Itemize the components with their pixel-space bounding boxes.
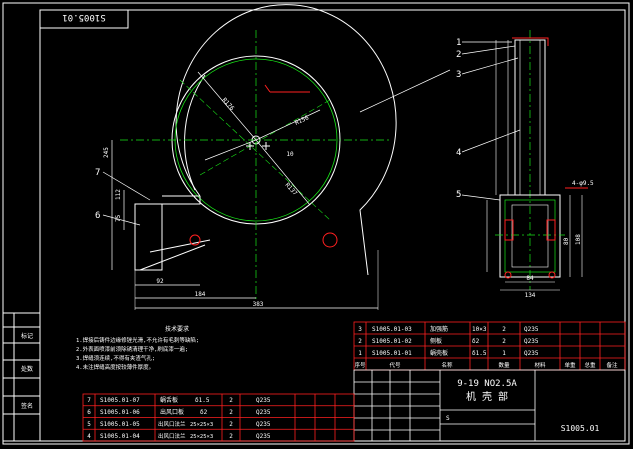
upper-row-0-qty: 2 (502, 326, 506, 333)
strip-label-0: 标记 (21, 332, 33, 340)
outer-border (2, 2, 630, 445)
lower-row-1-mat: Q235 (256, 409, 271, 416)
notes-line-1: 1.焊接后铸件边缘修锉光滑,不允许有毛刺等缺陷; (76, 336, 199, 344)
upper-header-0: 序号 (354, 361, 366, 369)
upper-header-2: 名称 (441, 361, 453, 369)
lower-row-3-name: 出风口法兰 (158, 432, 186, 440)
notes-line-2: 2.外表面喷漆前须除锈清理干净,刷底漆一遍; (76, 345, 188, 353)
lower-row-3-mat: Q235 (256, 433, 271, 440)
dim-side-inner: 84 (526, 275, 534, 282)
dim-side-width: 134 (525, 292, 536, 299)
upper-row-2-name: 蜗壳板 (430, 349, 448, 357)
strip-label-4: 签名 (21, 402, 33, 410)
callout-leaders (102, 41, 521, 226)
dim-outlet-small: 92 (156, 278, 164, 285)
inner-border (39, 9, 626, 442)
upper-row-2-spec: δ1.5 (472, 350, 487, 357)
notes-heading: 技术要求 (165, 325, 189, 333)
side-view (486, 30, 588, 291)
upper-row-0-spec: 10×3 (472, 326, 487, 333)
lower-row-1-qty: 2 (229, 409, 233, 416)
lower-row-2-spec: 25×25×3 (190, 422, 213, 428)
scale-label: S (446, 415, 450, 422)
dim-overall-width: 383 (253, 301, 264, 308)
upper-row-1-mat: Q235 (524, 338, 539, 345)
lower-row-0-qty: 2 (229, 397, 233, 404)
upper-header-7: 备注 (606, 361, 618, 369)
upper-row-2-mat: Q235 (524, 350, 539, 357)
callout-1: 1 (456, 38, 461, 48)
rotated-number-box (39, 9, 129, 29)
dim-outlet-height: 245 (103, 147, 110, 158)
strip-label-1: 处数 (21, 365, 33, 373)
lower-row-0-spec: δ1.5 (195, 397, 210, 404)
drawing-number: S1005.01 (561, 424, 600, 433)
lower-row-2-name: 出风口法兰 (158, 420, 186, 428)
lower-row-0-code: S1005.01-07 (100, 397, 140, 404)
dim-left-small: 75 (115, 214, 122, 222)
upper-row-1-qty: 2 (502, 338, 506, 345)
dim-radius-a: R176 (221, 97, 236, 113)
lower-row-2-mat: Q235 (256, 421, 271, 428)
part-name: 机 壳 部 (466, 390, 508, 403)
upper-header-1: 代号 (389, 361, 401, 369)
callout-3: 3 (456, 70, 461, 80)
lower-row-2-no: 5 (87, 421, 91, 428)
callout-2: 2 (456, 50, 461, 60)
lower-row-2-qty: 2 (229, 421, 233, 428)
callout-5: 5 (456, 190, 461, 200)
notes-line-4: 4.未注焊缝高度按较薄件厚度。 (76, 363, 154, 371)
upper-row-2-code: S1005.01-01 (372, 350, 412, 357)
upper-row-1-spec: δ2 (472, 338, 480, 345)
lower-row-1-code: S1005.01-06 (100, 409, 140, 416)
parts-table-lower (82, 393, 355, 442)
dim-side-inner-height: 80 (563, 237, 570, 245)
upper-row-0-mat: Q235 (524, 326, 539, 333)
upper-header-5: 单重 (564, 361, 576, 369)
fan-model: 9-19 NO2.5A (457, 379, 517, 389)
lower-row-3-qty: 2 (229, 433, 233, 440)
left-strip: 标记 处数 签名 (2, 312, 41, 442)
upper-header-6: 总重 (584, 361, 596, 369)
callout-4: 4 (456, 148, 461, 158)
lower-row-3-spec: 25×25×3 (190, 434, 213, 440)
lower-row-2-code: S1005.01-05 (100, 421, 140, 428)
dim-left-height: 112 (115, 189, 122, 200)
upper-row-1-no: 2 (358, 338, 362, 345)
upper-row-0-code: S1005.01-03 (372, 326, 412, 333)
lower-row-3-no: 4 (87, 433, 91, 440)
notes-line-3: 3.焊缝须连续,不得有夹渣气孔; (76, 354, 155, 362)
parts-table-upper (353, 321, 626, 371)
upper-row-0-name: 加强筋 (430, 325, 448, 333)
lower-row-0-mat: Q235 (256, 397, 271, 404)
upper-row-1-name: 侧板 (430, 337, 442, 345)
lower-row-1-name: 出风口板 (160, 408, 184, 416)
upper-row-1-code: S1005.01-02 (372, 338, 412, 345)
lower-row-1-no: 6 (87, 409, 91, 416)
dim-circle-mark: 4-φ9.5 (572, 180, 594, 187)
upper-row-2-no: 1 (358, 350, 362, 357)
lower-row-0-no: 7 (87, 397, 91, 404)
lower-row-1-spec: δ2 (200, 409, 208, 416)
dim-radius-c: R137 (284, 182, 299, 198)
lower-row-3-code: S1005.01-04 (100, 433, 140, 440)
dim-outlet-width: 184 (195, 291, 206, 298)
volute-front-view (111, 4, 397, 310)
dim-side-height: 108 (575, 234, 582, 245)
lower-row-0-name: 蜗舌板 (160, 396, 178, 404)
dim-center-offset: 10 (286, 151, 294, 158)
callout-7: 7 (95, 168, 100, 178)
upper-row-2-qty: 1 (502, 350, 506, 357)
rotated-drawing-number: S1005.01 (62, 12, 105, 22)
upper-header-4: 材料 (534, 361, 546, 369)
upper-header-3: 数量 (498, 361, 510, 369)
upper-row-0-no: 3 (358, 326, 362, 333)
callout-6: 6 (95, 211, 100, 221)
